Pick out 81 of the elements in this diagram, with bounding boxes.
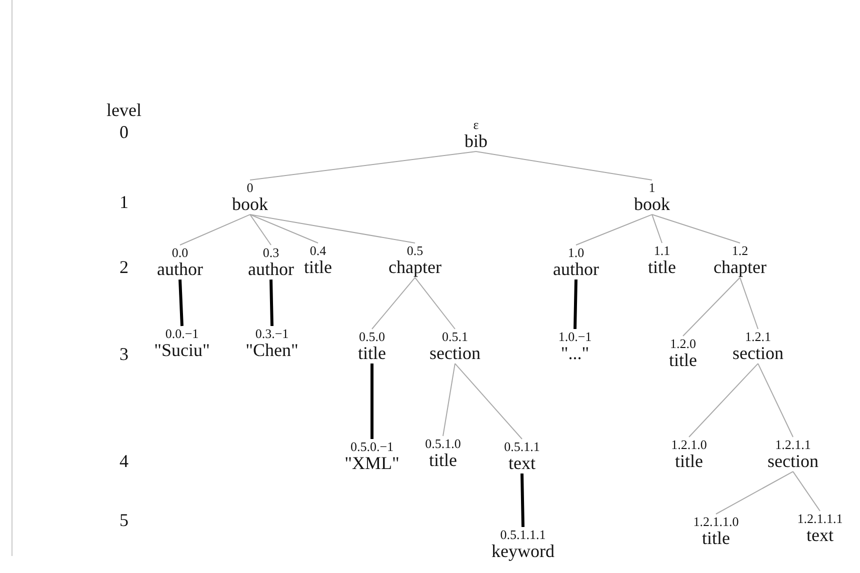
tree-edge: [180, 214, 250, 246]
node-id: 1.2.1.0: [671, 438, 707, 452]
element-name: "...": [560, 344, 590, 363]
element-name: title: [674, 452, 704, 471]
tree-edge: [740, 277, 758, 330]
level-number: 4: [120, 451, 128, 472]
tree-edge: [476, 151, 652, 180]
element-name: bib: [464, 132, 488, 151]
node-id: 1.1: [652, 244, 672, 258]
node-id: 1.2: [730, 244, 750, 258]
tree-edge: [250, 214, 318, 244]
level-heading: level: [106, 100, 142, 121]
element-name: title: [701, 528, 731, 548]
tree-edge: [758, 363, 794, 438]
element-name: chapter: [714, 258, 766, 277]
element-name: title: [428, 450, 458, 470]
tree-edge: [792, 471, 820, 512]
tree-edge: [576, 214, 652, 246]
element-name: text: [806, 526, 834, 545]
element-name: text: [508, 454, 536, 473]
tree-edge: [250, 214, 416, 244]
element-name: title: [648, 258, 676, 277]
tree-edge: [414, 277, 456, 330]
node-id: 1.2.0: [669, 337, 697, 351]
tree-edge: [652, 214, 740, 244]
element-name: book: [634, 194, 670, 214]
node-id: 0.5.0.−1: [349, 440, 395, 454]
element-name: book: [232, 194, 268, 214]
node-id: 0.0: [170, 246, 190, 260]
element-name: section: [430, 344, 480, 363]
level-number: 5: [120, 510, 128, 531]
node-id: 0.5.1: [441, 330, 469, 344]
element-name: title: [304, 258, 332, 277]
node-id: 1: [648, 181, 656, 195]
tree-edge: [442, 363, 456, 436]
element-name: author: [248, 260, 294, 279]
node-id: 0.3.−1: [254, 327, 290, 341]
element-name: chapter: [388, 258, 442, 277]
node-id: 0.5.1.0: [425, 437, 461, 451]
node-id: 0.0.−1: [164, 327, 200, 341]
tree-edge: [270, 280, 274, 326]
tree-edge: [250, 214, 272, 246]
element-name: section: [732, 344, 784, 363]
element-name: title: [358, 344, 386, 363]
tree-edge: [574, 280, 578, 330]
node-id: 0.5.0: [358, 330, 386, 344]
node-id: 0.3: [262, 246, 280, 260]
tree-edge: [454, 363, 522, 440]
node-id: ε: [472, 118, 480, 132]
element-name: title: [669, 350, 697, 370]
element-name: keyword: [492, 542, 554, 561]
element-name: section: [768, 452, 818, 471]
element-name: "Chen": [246, 340, 298, 360]
tree-edge: [682, 277, 740, 336]
node-id: 0.4: [308, 244, 328, 258]
tree-edge: [652, 214, 662, 244]
node-id: 0.5: [406, 244, 424, 258]
tree-edge: [370, 364, 374, 439]
element-name: "Suciu": [154, 340, 210, 360]
node-id: 1.2.1.1.0: [693, 515, 739, 529]
tree-edge: [178, 279, 184, 326]
node-id: 1.0.−1: [558, 330, 592, 344]
node-id: 1.2.1: [744, 330, 772, 344]
element-name: author: [157, 260, 203, 279]
level-number: 2: [120, 257, 128, 278]
tree-edge: [688, 363, 758, 438]
node-id: 1.0: [566, 246, 586, 260]
node-id: 1.2.1.1.1: [797, 512, 843, 526]
node-id: 0.5.1.1: [504, 440, 540, 454]
element-name: author: [553, 260, 599, 279]
node-id: 1.2.1.1: [774, 438, 812, 452]
level-number: 3: [120, 344, 128, 365]
tree-edge: [520, 474, 524, 528]
tree-edge: [716, 471, 794, 514]
level-number: 0: [120, 122, 128, 143]
level-number: 1: [120, 192, 128, 213]
node-id: 0: [246, 181, 254, 195]
tree-edge: [372, 277, 416, 330]
node-id: 0.5.1.1.1: [499, 528, 547, 542]
tree-edge: [250, 151, 476, 180]
element-name: "XML": [344, 454, 400, 473]
